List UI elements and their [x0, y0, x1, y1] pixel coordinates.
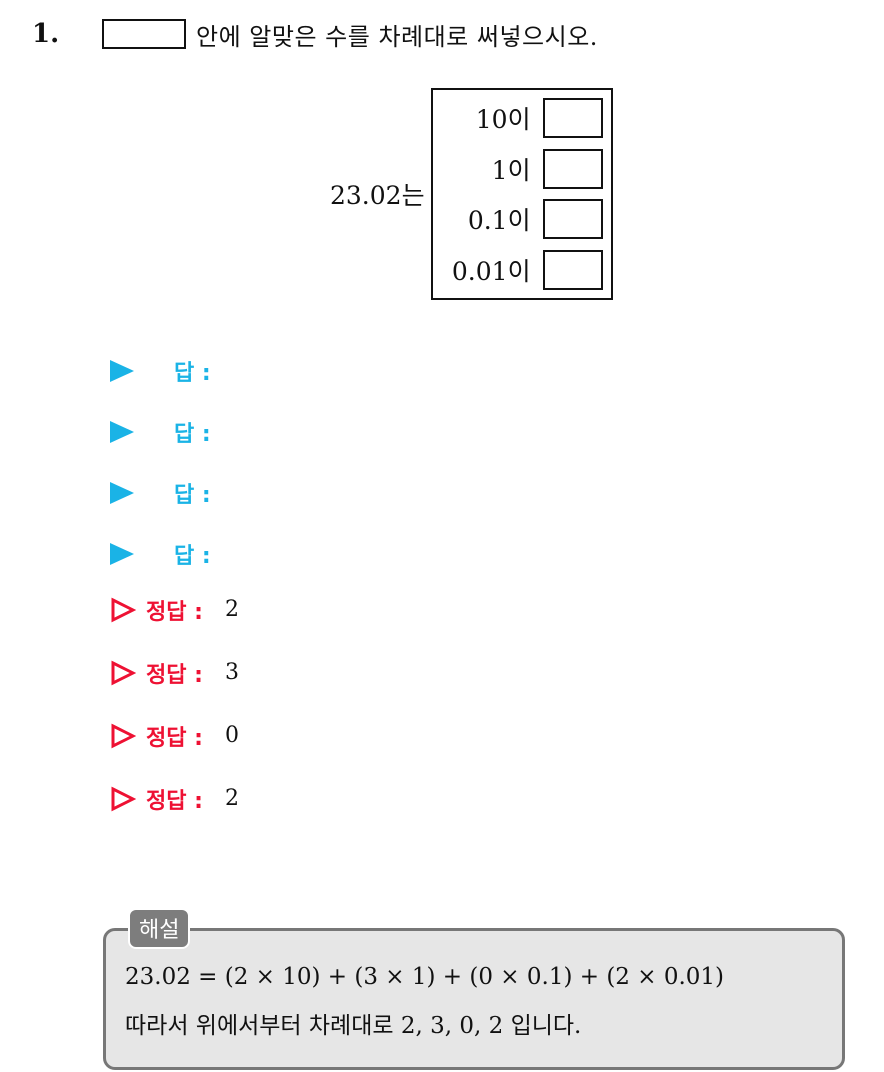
place-label: 0.01이 — [451, 256, 531, 286]
place-row-ones: 1이 — [439, 147, 603, 191]
place-value-frame: 10이 1이 0.1이 0.01이 — [430, 88, 613, 300]
solution-label: 정답 : — [146, 599, 203, 625]
blank-box-icon — [102, 19, 186, 49]
question-number: 1. — [32, 19, 60, 49]
answer-row: 답 : — [110, 340, 211, 401]
question-header: 1. 안에 알맞은 수를 차례대로 써넣으시오. — [32, 14, 598, 54]
solution-value: 2 — [224, 786, 239, 811]
answer-label: 답 : — [174, 543, 211, 569]
place-label: 0.1이 — [467, 206, 531, 236]
answer-label: 답 : — [174, 360, 211, 386]
place-input-box[interactable] — [542, 148, 603, 189]
place-row-tenths: 0.1이 — [439, 197, 603, 241]
answer-row: 답 : — [110, 523, 211, 584]
place-input-box[interactable] — [542, 249, 603, 290]
answer-row: 답 : — [110, 401, 211, 462]
solution-label: 정답 : — [146, 662, 203, 688]
place-label: 10이 — [475, 105, 531, 134]
outline-triangle-icon — [111, 660, 136, 685]
solution-label: 정답 : — [146, 725, 203, 751]
solution-row: 정답 : 3 — [110, 641, 239, 704]
answer-row: 답 : — [110, 462, 211, 523]
place-row-tens: 10이 — [439, 96, 603, 140]
explanation-tag: 해설 — [128, 908, 191, 949]
outline-triangle-icon — [111, 723, 136, 748]
explanation-conclusion: 따라서 위에서부터 차례대로 2, 3, 0, 2 입니다. — [125, 1013, 582, 1039]
explanation-equation: 23.02 = (2 × 10) + (3 × 1) + (0 × 0.1) +… — [125, 964, 724, 990]
solution-row: 정답 : 0 — [110, 704, 239, 767]
play-triangle-icon — [110, 359, 134, 382]
answer-label: 답 : — [174, 421, 211, 447]
solution-row: 정답 : 2 — [110, 767, 239, 830]
explanation-box — [103, 928, 845, 1070]
play-triangle-icon — [110, 542, 134, 565]
solution-value: 3 — [224, 660, 239, 685]
place-input-box[interactable] — [542, 199, 603, 240]
place-row-hundredths: 0.01이 — [439, 248, 603, 292]
solution-row: 정답 : 2 — [110, 578, 239, 641]
place-label: 1이 — [491, 155, 531, 185]
outline-triangle-icon — [111, 597, 136, 622]
solution-label: 정답 : — [146, 788, 203, 814]
outline-triangle-icon — [111, 786, 136, 811]
answer-label: 답 : — [174, 482, 211, 508]
solution-value: 2 — [224, 597, 239, 622]
answer-list: 답 : 답 : 답 : 답 : — [110, 340, 211, 584]
place-value-figure: 23.02는 10이 1이 0.1이 0.01이 — [330, 88, 613, 300]
figure-lead-number: 23.02는 — [330, 181, 425, 210]
question-text: 안에 알맞은 수를 차례대로 써넣으시오. — [196, 22, 598, 51]
solution-list: 정답 : 2 정답 : 3 정답 : 0 정답 : 2 — [110, 578, 239, 830]
play-triangle-icon — [110, 481, 134, 504]
solution-value: 0 — [224, 723, 239, 748]
play-triangle-icon — [110, 420, 134, 443]
place-input-box[interactable] — [542, 98, 603, 138]
